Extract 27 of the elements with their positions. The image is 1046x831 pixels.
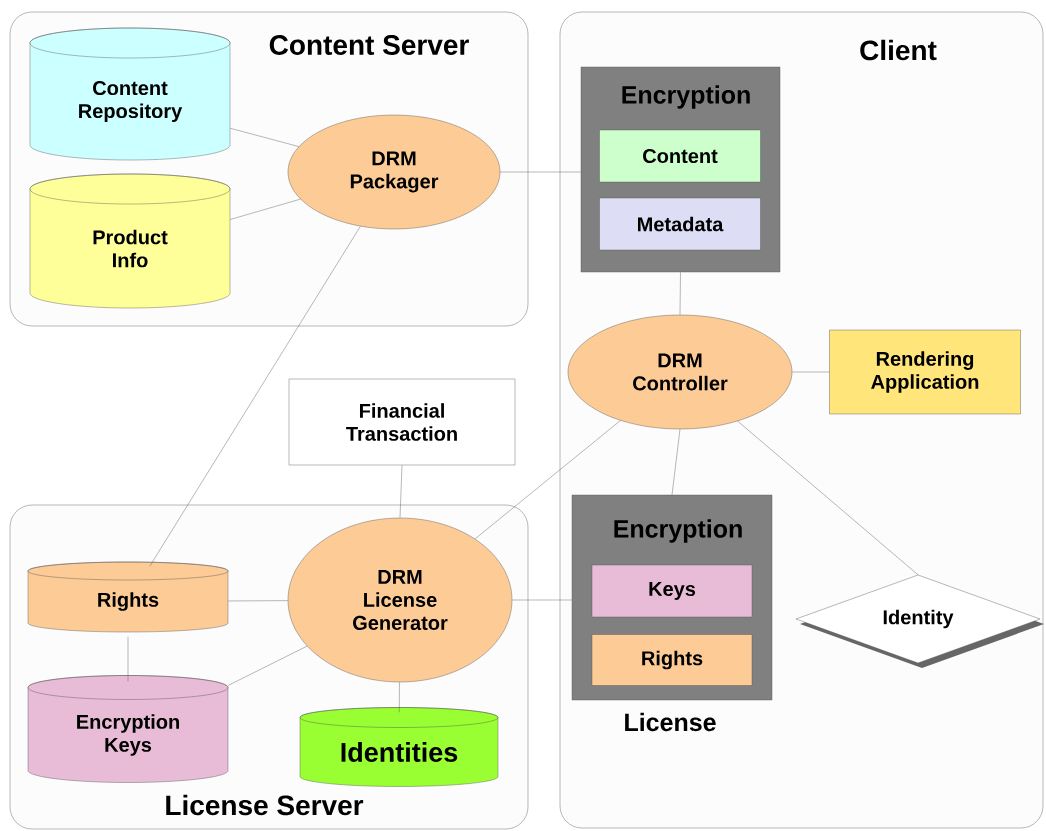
process-box: Content xyxy=(599,129,761,183)
database-cylinder: Content Repository xyxy=(29,27,231,161)
database-cylinder: Identities xyxy=(299,707,499,787)
connector-line xyxy=(671,429,681,495)
process-box: Financial Transaction xyxy=(288,378,516,466)
connector-line xyxy=(792,371,830,373)
connector-line xyxy=(679,272,681,315)
connector-line xyxy=(399,465,403,518)
connector-line xyxy=(512,599,572,601)
process-box: Keys xyxy=(591,564,753,618)
connector-line xyxy=(399,682,400,713)
connector-line xyxy=(474,420,621,540)
process-box: Rendering Application xyxy=(829,329,1021,415)
database-cylinder: Encryption Keys xyxy=(27,675,229,783)
connector-line xyxy=(149,226,361,567)
connector-line xyxy=(228,645,308,686)
database-cylinder: Rights xyxy=(27,561,229,633)
connector-line xyxy=(737,420,919,575)
connector-line xyxy=(500,171,581,173)
connector-line xyxy=(230,198,301,220)
connector-line xyxy=(228,600,288,602)
box-label: License xyxy=(625,712,716,732)
connector-line xyxy=(230,128,300,147)
process-box: Metadata xyxy=(599,197,761,251)
connector-line xyxy=(127,636,129,682)
database-cylinder: Product Info xyxy=(29,173,231,309)
process-box: Rights xyxy=(591,634,753,686)
